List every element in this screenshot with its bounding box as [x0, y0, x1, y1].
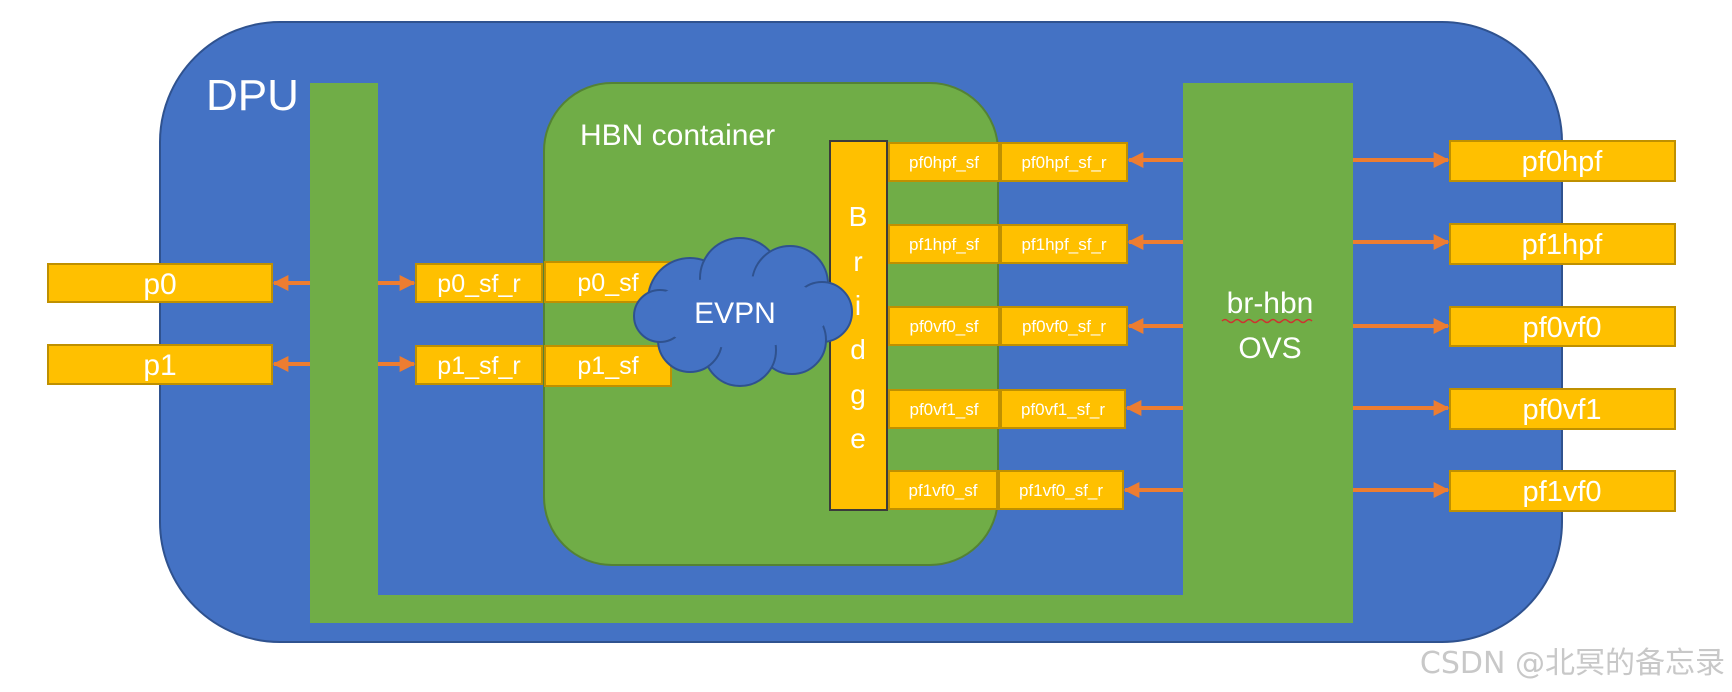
bridge-sf-box — [888, 470, 998, 510]
bridge-letter: d — [850, 334, 866, 365]
bridge-sf-label: pf0vf0_sf — [910, 317, 979, 336]
host-rep-label: pf0vf1 — [1523, 394, 1602, 426]
bridge-sf-box — [888, 389, 1000, 429]
bridge-sf-r-box — [998, 470, 1124, 510]
bridge-sf-box — [888, 142, 1000, 182]
p0-sf-r-box — [415, 263, 543, 303]
host-rep-label: pf1vf0 — [1523, 476, 1602, 508]
host-rep-label: pf1hpf — [1522, 229, 1604, 261]
p1-sf-box — [544, 345, 672, 387]
port-p0-label: p0 — [143, 268, 176, 301]
bridge-sf-label: pf0hpf_sf — [909, 153, 979, 172]
host-rep-ports: pf0hpf pf1hpf pf0vf0 pf0vf1 pf1vf0 — [1449, 140, 1676, 512]
port-p0-box — [47, 263, 273, 303]
bridge-sf-r-label: pf0vf0_sf_r — [1022, 317, 1106, 336]
host-rep-box — [1449, 140, 1676, 182]
bridge-sf-label: pf0vf1_sf — [910, 400, 979, 419]
dpu-label: DPU — [206, 71, 299, 120]
bridge-letters: B r i d g e — [849, 201, 868, 454]
bridge-sf-label: pf1vf0_sf — [909, 481, 978, 500]
uplink-path — [310, 83, 1353, 623]
bridge-sf-box — [888, 306, 1000, 346]
host-rep-box — [1449, 223, 1676, 265]
spellcheck-underline — [1221, 318, 1313, 324]
bridge-sf-r-label: pf0vf1_sf_r — [1021, 400, 1105, 419]
bridge-sf-r-label: pf1vf0_sf_r — [1019, 481, 1103, 500]
p1-sf-label: p1_sf — [577, 352, 638, 380]
p1-sf-r-label: p1_sf_r — [437, 352, 520, 380]
host-rep-box — [1449, 388, 1676, 430]
p1-sf-r-box — [415, 345, 543, 385]
bridge-sf-r-label: pf1hpf_sf_r — [1021, 235, 1106, 254]
bridge-sf-r-box — [1000, 142, 1128, 182]
bridge-sf-box — [888, 224, 1000, 264]
bridge-letter: g — [850, 379, 866, 410]
ovs-label: OVS — [1238, 332, 1301, 365]
host-rep-box — [1449, 470, 1676, 512]
bridge-sf-r-label: pf0hpf_sf_r — [1021, 153, 1106, 172]
bridge-sf-rows: pf0hpf_sf pf0hpf_sf_r pf1hpf_sf pf1hpf_s… — [888, 142, 1128, 510]
host-rep-label: pf0hpf — [1522, 146, 1604, 178]
p0-sf-label: p0_sf — [577, 269, 638, 297]
ovs-bridge-name: br-hbn — [1227, 287, 1314, 320]
bridge-letter: i — [855, 290, 861, 321]
watermark: CSDN @北冥的备忘录 — [1420, 646, 1725, 681]
host-rep-box — [1449, 306, 1676, 347]
bridge-sf-label: pf1hpf_sf — [909, 235, 979, 254]
bridge-sf-r-box — [1000, 306, 1128, 346]
bridge-letter: e — [850, 423, 866, 454]
port-p1-box — [47, 344, 273, 385]
bridge-letter: B — [849, 201, 868, 232]
port-p1-label: p1 — [143, 349, 176, 382]
evpn-cloud: EVPN — [633, 237, 853, 387]
bridge-sf-r-box — [1000, 389, 1126, 429]
bridge-letter: r — [853, 246, 862, 277]
p0-sf-r-label: p0_sf_r — [437, 270, 520, 298]
hbn-container-label: HBN container — [580, 119, 775, 152]
bridge-sf-r-box — [1000, 224, 1128, 264]
evpn-label: EVPN — [694, 297, 776, 330]
arrows — [272, 152, 1450, 498]
host-rep-label: pf0vf0 — [1523, 312, 1602, 344]
